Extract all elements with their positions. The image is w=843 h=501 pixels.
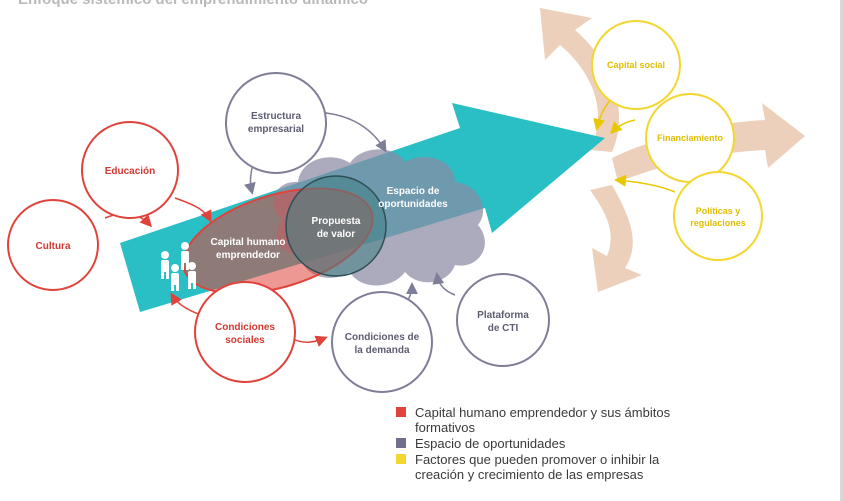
node-estructura-circle xyxy=(225,72,327,174)
legend-item-factors: Factores que pueden promover o inhibir l… xyxy=(396,452,696,482)
legend: Capital humano emprendedor y sus ámbitos… xyxy=(396,405,696,483)
node-condiciones-demanda-circle xyxy=(331,291,433,393)
page-title: Enfoque sistémico del emprendimiento din… xyxy=(18,0,368,8)
node-cultura-circle xyxy=(7,199,99,291)
growth-arrow-down xyxy=(590,185,642,292)
legend-item-human-capital: Capital humano emprendedor y sus ámbitos… xyxy=(396,405,696,435)
legend-swatch-red xyxy=(396,407,406,417)
label-cultura: Cultura xyxy=(36,241,71,252)
label-capital-social: Capital social xyxy=(607,60,665,70)
node-circles xyxy=(7,20,763,393)
frame-edge xyxy=(840,0,843,501)
node-plataforma-circle xyxy=(456,273,550,367)
legend-swatch-yellow xyxy=(396,454,406,464)
legend-text: Factores que pueden promover o inhibir l… xyxy=(415,452,660,482)
label-financiamiento: Financiamiento xyxy=(657,133,724,143)
arrow-financiamiento xyxy=(609,119,636,135)
arrow-educacion xyxy=(174,197,212,223)
people-icon xyxy=(161,242,196,291)
node-capital-social-circle xyxy=(591,20,681,110)
legend-text: Espacio de oportunidades xyxy=(415,436,566,451)
arrow-plataforma xyxy=(432,272,456,296)
growth-arrow-up xyxy=(540,8,620,152)
node-condiciones-sociales-circle xyxy=(194,281,296,383)
legend-swatch-purple xyxy=(396,438,406,448)
legend-item-opportunity: Espacio de oportunidades xyxy=(396,436,696,451)
legend-text: Capital humano emprendedor y sus ámbitos… xyxy=(415,405,671,435)
arrow-estructura-down xyxy=(243,167,256,195)
node-educacion-circle xyxy=(81,121,179,219)
label-educacion: Educación xyxy=(105,166,156,177)
node-politicas-circle xyxy=(673,171,763,261)
value-proposition-circle xyxy=(285,175,387,277)
arrow-politicas xyxy=(614,174,676,193)
